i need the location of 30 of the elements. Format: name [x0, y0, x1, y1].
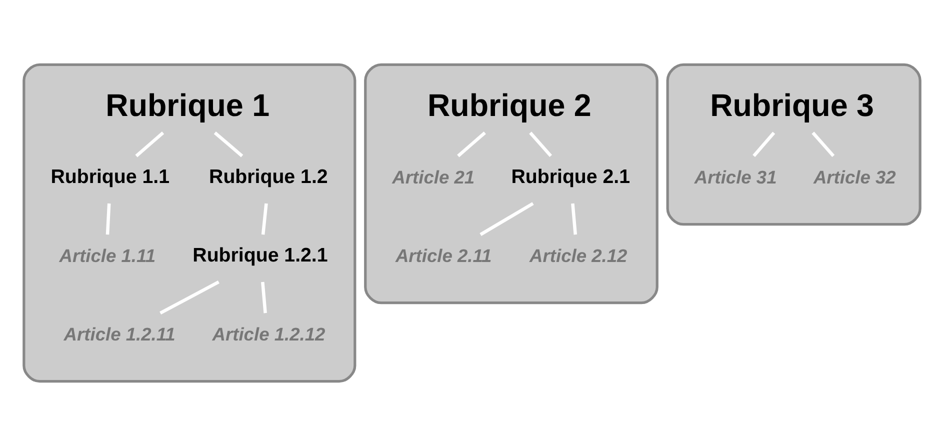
connector — [812, 132, 835, 158]
node-text: Article 1.11 — [59, 244, 156, 266]
node-text: Rubrique 1.2 — [209, 166, 328, 188]
connector — [135, 132, 164, 158]
node-text: Article 1.2.11 — [64, 323, 176, 344]
node-text: Article 31 — [694, 166, 777, 188]
connector — [214, 132, 244, 158]
node-text: Article 2.12 — [530, 244, 628, 266]
connector — [752, 132, 776, 158]
connector — [529, 132, 552, 158]
node-text: Article 2.11 — [395, 244, 492, 266]
connector — [480, 202, 534, 236]
node-text: Rubrique 1.2.1 — [192, 244, 328, 267]
cluster — [22, 63, 356, 383]
connector — [106, 203, 111, 235]
node-text: Rubrique 1 — [106, 88, 270, 123]
node-text: Article 21 — [392, 166, 475, 188]
node-text: Rubrique 2.1 — [511, 166, 630, 188]
connector — [571, 203, 577, 235]
node-text: Article 1.2.12 — [212, 323, 326, 344]
node-text: Rubrique 3 — [710, 88, 874, 123]
connector — [457, 132, 486, 158]
node-text: Rubrique 2 — [428, 88, 592, 123]
node-text: Article 32 — [813, 166, 896, 188]
connector — [160, 280, 220, 314]
connector — [261, 282, 267, 314]
connector — [261, 203, 268, 235]
node-text: Rubrique 1.1 — [50, 166, 170, 188]
cluster — [666, 63, 922, 226]
cluster — [364, 63, 658, 304]
